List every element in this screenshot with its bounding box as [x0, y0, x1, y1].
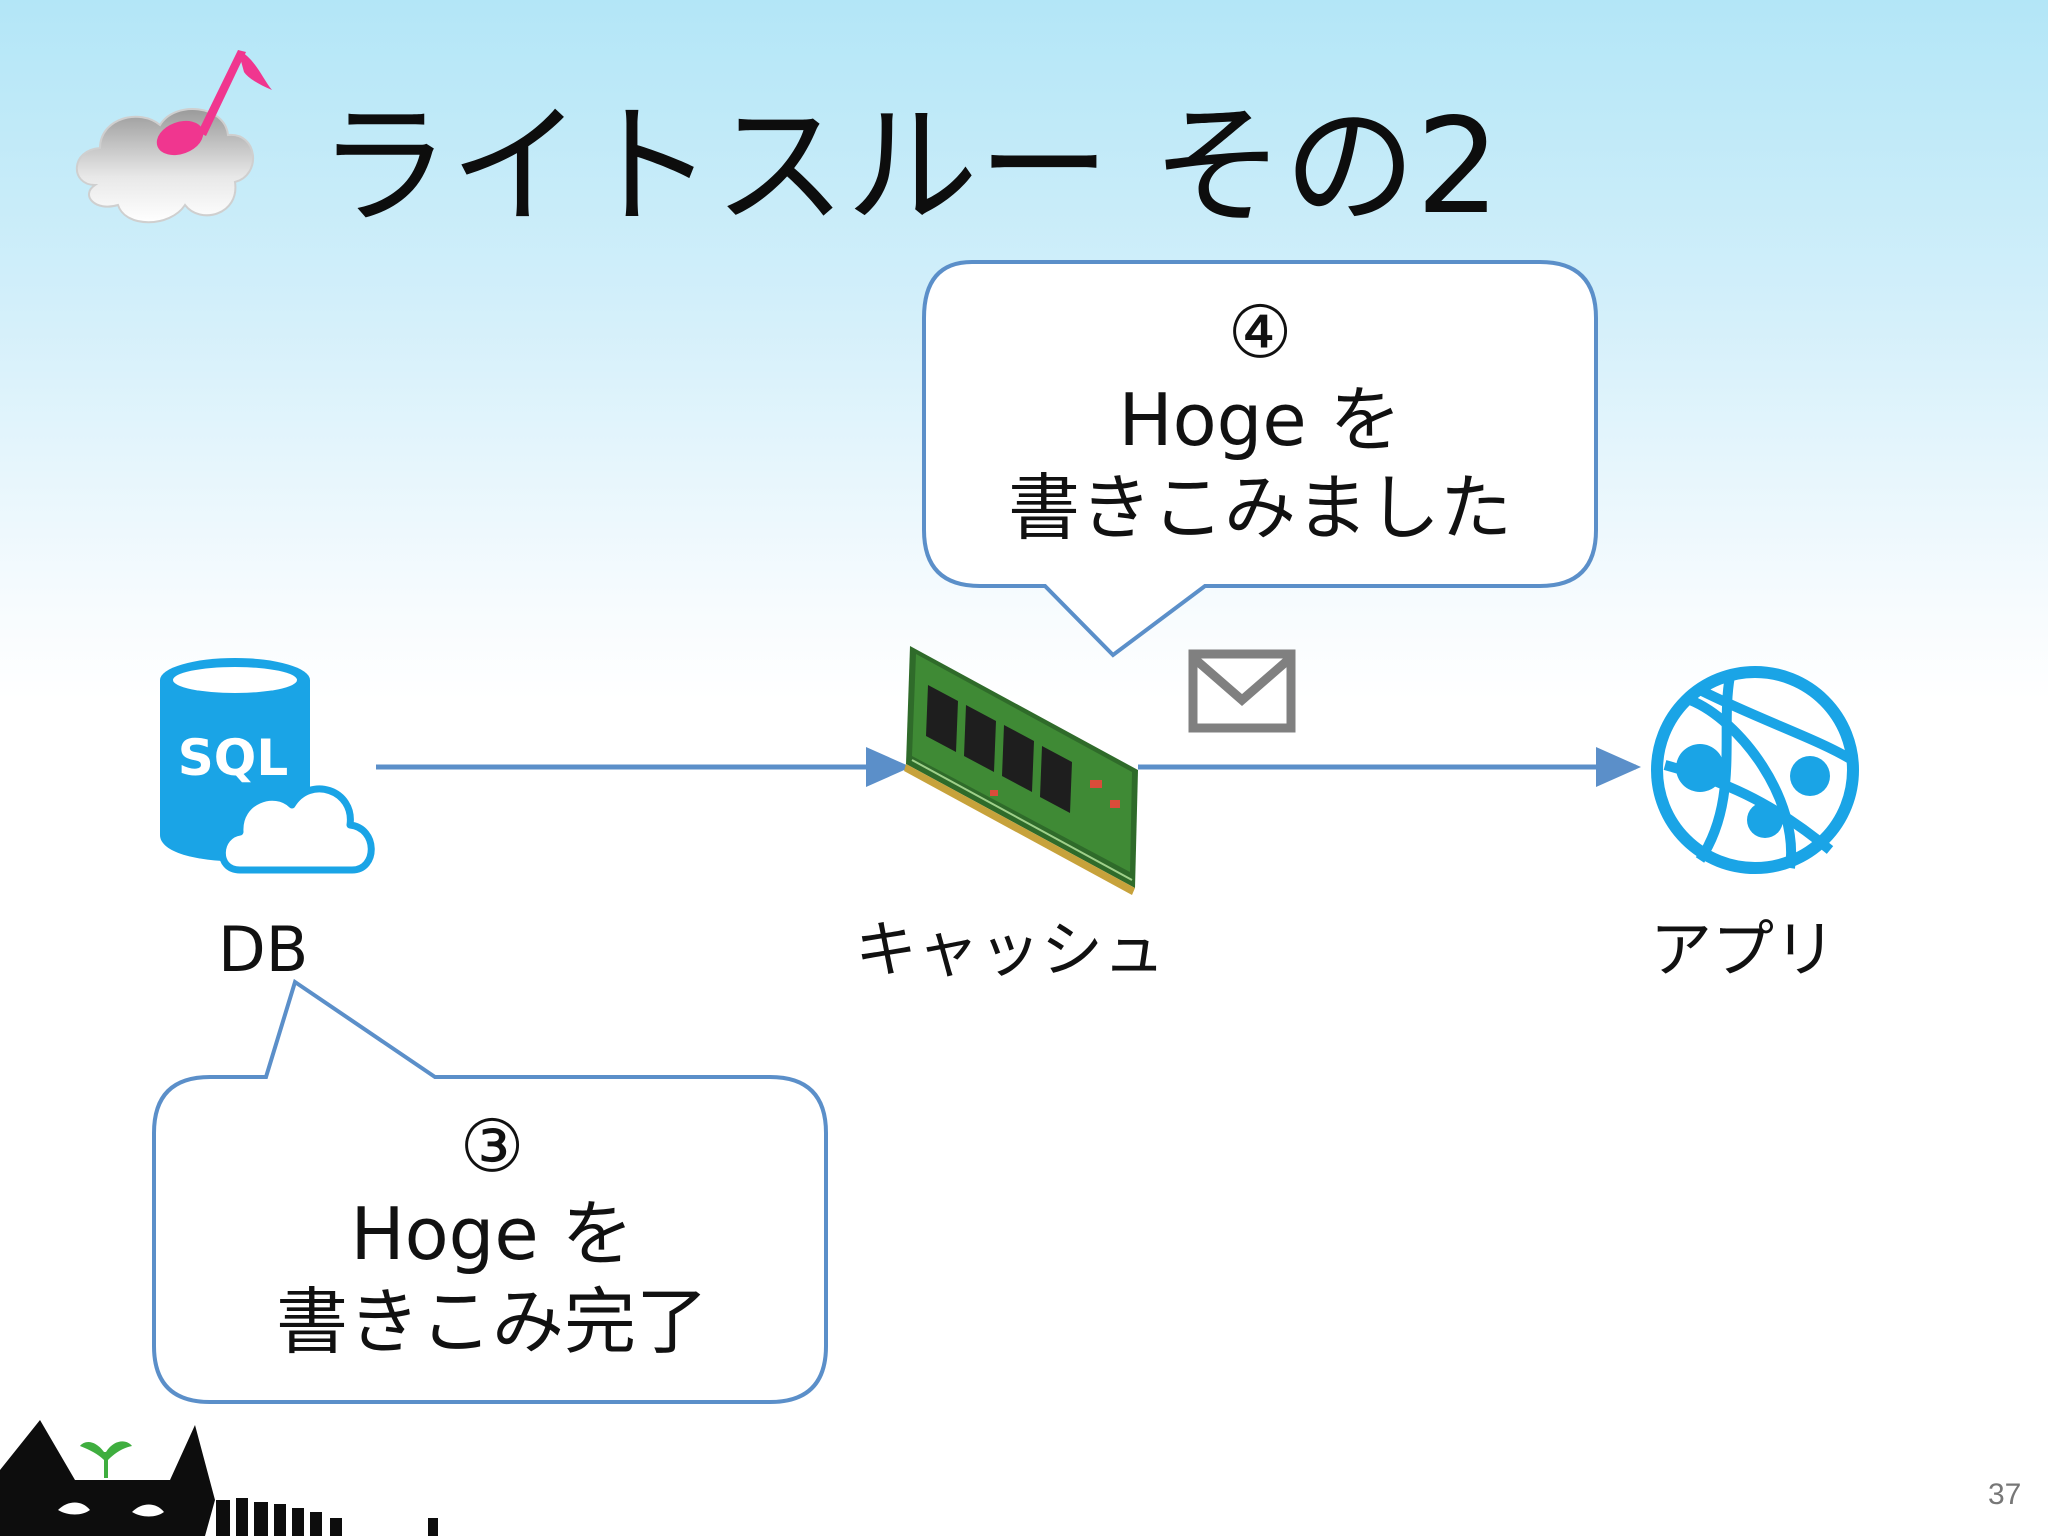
callout-step3-line2: 書きこみ完了: [275, 1280, 708, 1364]
page-number: 37: [1988, 1478, 2022, 1511]
web-app-globe-icon: [1651, 666, 1859, 874]
cloud-music-logo: [75, 50, 272, 224]
cache-label: キャッシュ: [855, 913, 1166, 986]
slide-title: ライトスルー その2: [318, 90, 1500, 244]
memory-module-icon: [904, 646, 1138, 895]
callout-step4-line2: 書きこみました: [1007, 466, 1512, 550]
app-label: アプリ: [1650, 913, 1837, 986]
sql-database-icon: SQL: [160, 658, 375, 874]
black-cat-mascot: [0, 1420, 438, 1536]
callout-step3-bubble: [152, 978, 828, 1404]
envelope-icon: [1188, 649, 1296, 733]
callout-step4-text: ④ Hoge を 書きこみました: [925, 288, 1595, 552]
callout-step3-number: ③: [459, 1104, 525, 1188]
callout-step3-text: ③ Hoge を 書きこみ完了: [158, 1102, 826, 1366]
callout-step4-number: ④: [1227, 290, 1293, 374]
callout-step3-line1: Hoge を: [350, 1192, 634, 1276]
callout-step4-line1: Hoge を: [1118, 378, 1402, 462]
db-label: DB: [218, 913, 309, 986]
callout-step4-bubble: [922, 260, 1598, 658]
sql-icon-text: SQL: [178, 729, 288, 787]
